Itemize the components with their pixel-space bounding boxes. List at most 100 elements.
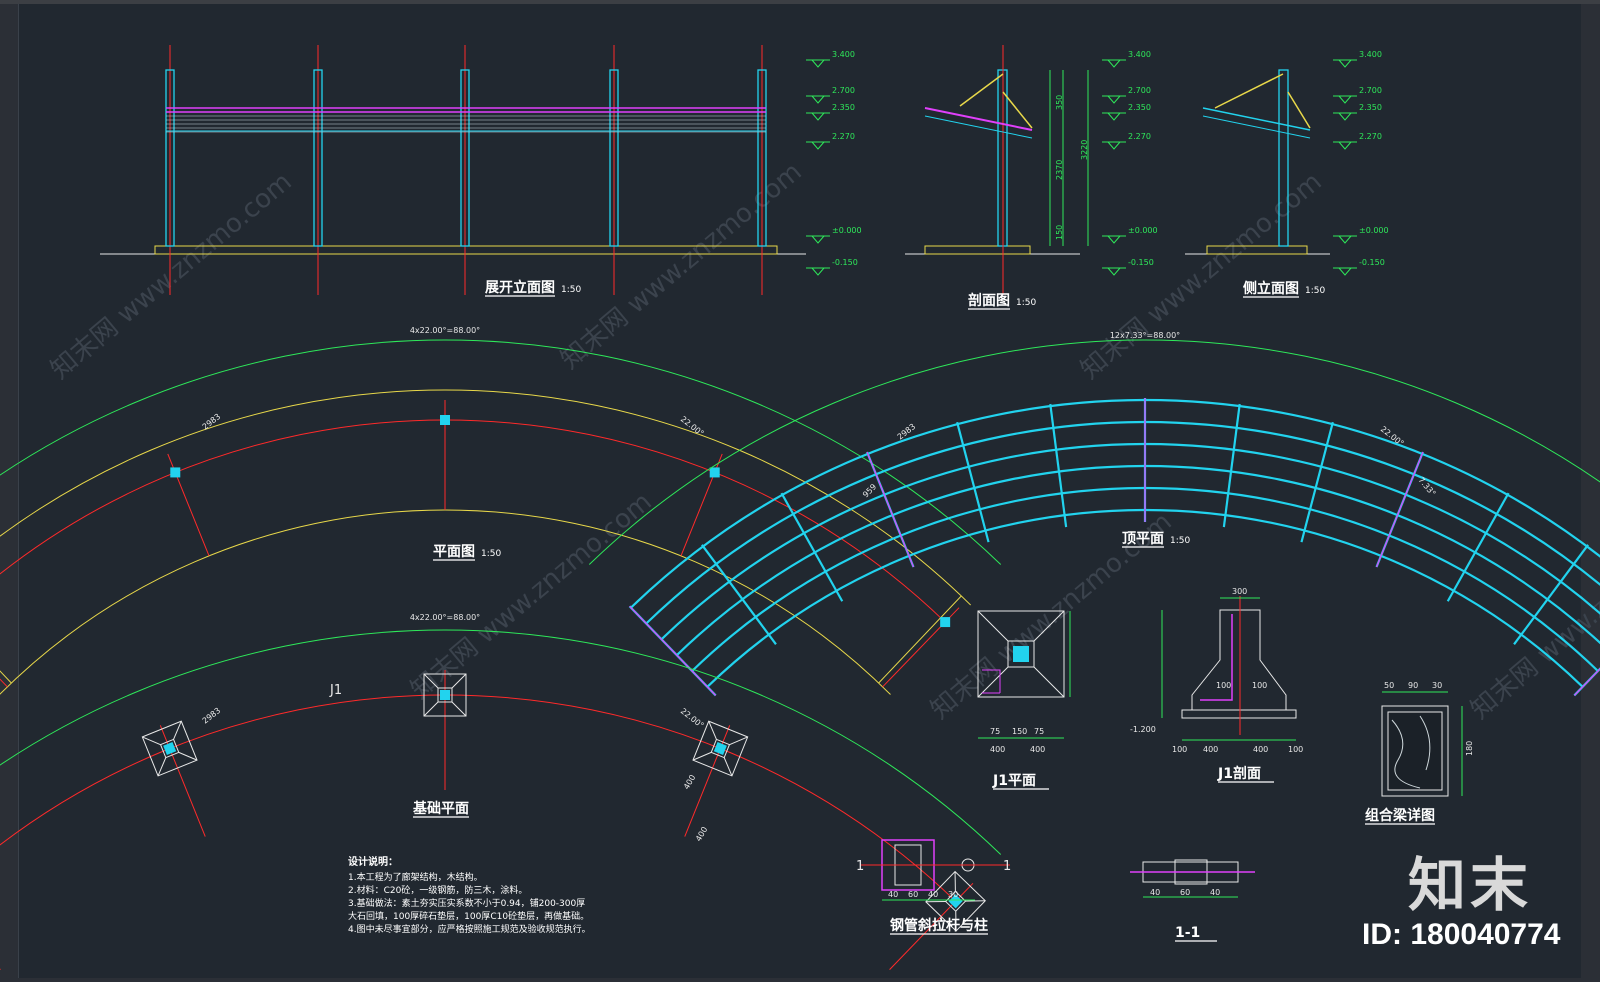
elevation-value: ±0.000 bbox=[832, 226, 862, 235]
footing-slope bbox=[451, 673, 467, 689]
post bbox=[165, 69, 175, 247]
roof-dim: 959 bbox=[861, 482, 878, 499]
cad-drawing-frame bbox=[18, 4, 1581, 978]
foundation-dim: 2983 bbox=[201, 706, 223, 726]
foundation-dim: 400 bbox=[694, 825, 709, 843]
elevation-triangle bbox=[811, 235, 825, 244]
j1-plan-dim: 400 bbox=[990, 745, 1005, 754]
elevation-value: 2.700 bbox=[1128, 86, 1151, 95]
footing-tag: J1 bbox=[329, 683, 342, 698]
plan-title: 平面图 bbox=[433, 544, 475, 560]
footing-slope bbox=[173, 720, 182, 740]
elevation-value: 2.350 bbox=[832, 103, 855, 112]
j1-section-title: J1剖面 bbox=[1217, 765, 1261, 782]
post bbox=[609, 69, 619, 247]
footing-j1 bbox=[141, 720, 198, 777]
side-slab bbox=[1206, 245, 1308, 255]
j1-plan-dim: 75 bbox=[1034, 727, 1044, 736]
roof-rafter bbox=[1222, 403, 1241, 528]
plan-title-scale: 1:50 bbox=[481, 549, 501, 559]
plan-end bbox=[0, 670, 12, 684]
j1-section-dim: 100 bbox=[1172, 745, 1187, 754]
elevation-value: -0.150 bbox=[1128, 258, 1154, 267]
post bbox=[460, 69, 470, 247]
elevation-triangle bbox=[1107, 95, 1121, 104]
j1-section-dim: 100 bbox=[1216, 681, 1231, 690]
j1-section-dim: -1.200 bbox=[1130, 725, 1156, 734]
side-brace bbox=[1287, 91, 1311, 129]
j1-plan-post bbox=[1013, 646, 1029, 662]
roof-rafter bbox=[1446, 492, 1510, 602]
j1-section-dim: 300 bbox=[1232, 587, 1247, 596]
side-beam-edge bbox=[1202, 115, 1311, 139]
footing-slope bbox=[729, 736, 748, 746]
footing-post bbox=[948, 894, 963, 909]
footing-outline bbox=[141, 720, 198, 777]
footing-slope bbox=[692, 751, 712, 761]
watermark-text: 知末网 www.znzmo.com bbox=[405, 487, 657, 706]
footing-j1 bbox=[423, 673, 467, 717]
elevation-value: 3.400 bbox=[1128, 50, 1151, 59]
section11-dim: 60 bbox=[1180, 888, 1190, 897]
roof-angle-label: 12x7.33°=88.00° bbox=[1110, 331, 1180, 340]
footing-slope bbox=[423, 701, 439, 717]
side-title-scale: 1:50 bbox=[1305, 286, 1325, 296]
beam-dim: 50 bbox=[1384, 681, 1394, 690]
elevation-triangle bbox=[1107, 112, 1121, 121]
section-brace bbox=[1002, 91, 1033, 129]
elevation-triangle bbox=[1107, 267, 1121, 276]
tie-dim: 40 bbox=[928, 890, 938, 899]
footing-slope bbox=[708, 720, 717, 740]
footing-pedestal bbox=[437, 687, 453, 703]
j1-section-dim: 400 bbox=[1203, 745, 1218, 754]
footing-pedestal bbox=[159, 738, 180, 759]
footing-slope bbox=[965, 900, 986, 902]
footing-slope bbox=[955, 911, 957, 931]
j1-plan-slope bbox=[977, 610, 1009, 642]
section-beam bbox=[924, 107, 1033, 131]
roof-title: 顶平面 bbox=[1122, 531, 1164, 547]
foundation-dim: 22.00° bbox=[679, 706, 706, 730]
drawing-id: ID: 180040774 bbox=[1362, 918, 1561, 951]
notes-heading: 设计说明： bbox=[348, 855, 398, 868]
notes-line: 3.基础做法：素土夯实压实系数不小于0.94，铺200-300厚 bbox=[348, 897, 585, 909]
j1-section-base bbox=[1181, 709, 1297, 719]
drawing-layer bbox=[0, 45, 1600, 970]
plan-post bbox=[440, 415, 450, 425]
elevation-value: 2.350 bbox=[1359, 103, 1382, 112]
roof-rafter bbox=[780, 492, 844, 602]
plan-post bbox=[940, 617, 951, 628]
plan-inner-edge bbox=[0, 509, 891, 695]
footing-slope bbox=[423, 673, 439, 689]
window-top-bar bbox=[0, 0, 1600, 4]
j1-plan-dim: 400 bbox=[1030, 745, 1045, 754]
side-post bbox=[1278, 69, 1289, 247]
beam-dim: 90 bbox=[1408, 681, 1418, 690]
elevation-triangle bbox=[1338, 59, 1352, 68]
footing-outline bbox=[925, 870, 986, 932]
elevation-triangle bbox=[811, 112, 825, 121]
brand-logo: 知末 bbox=[1408, 851, 1533, 919]
plan-post bbox=[709, 467, 720, 478]
roof-main-beam bbox=[1375, 451, 1424, 568]
notes-line: 4.图中未尽事宜部分，应严格按照施工规范及验收规范执行。 bbox=[348, 923, 591, 935]
foundation-dim: 400 bbox=[682, 773, 697, 791]
footing-slope bbox=[925, 900, 946, 903]
elevation-triangle bbox=[1338, 267, 1352, 276]
j1-section-rebar bbox=[1200, 614, 1233, 701]
j1-plan-pedestal bbox=[1007, 640, 1035, 668]
j1-plan-dim: 75 bbox=[990, 727, 1000, 736]
elevation-triangle bbox=[811, 267, 825, 276]
plan-end bbox=[878, 595, 962, 684]
elevation-triangle bbox=[1338, 95, 1352, 104]
footing-slope bbox=[451, 701, 467, 717]
foundation-title: 基础平面 bbox=[413, 800, 469, 817]
j1-plan-slope bbox=[1033, 666, 1065, 698]
elevation-triangle bbox=[1338, 112, 1352, 121]
section-dim: 2370 bbox=[1055, 160, 1064, 180]
beam-detail-core bbox=[1387, 711, 1443, 791]
roof-dim: 7.33° bbox=[1416, 476, 1437, 498]
footing-outline bbox=[423, 673, 467, 717]
